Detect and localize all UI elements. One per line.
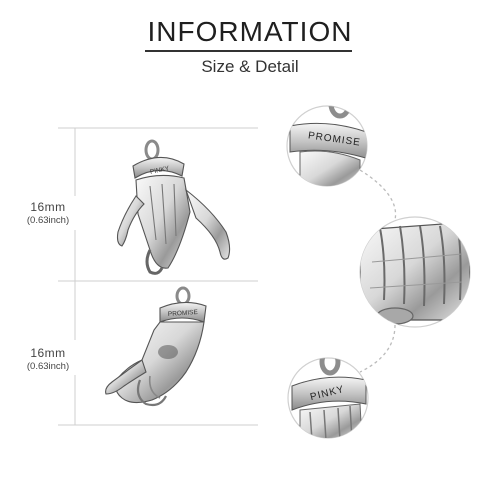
skeleton-pinky <box>145 249 164 275</box>
skeleton-hand-charm: PINKY <box>116 139 231 275</box>
dimension-label-bottom: 16mm (0.63inch) <box>12 346 84 372</box>
curled-finger <box>136 379 167 407</box>
dimension-inch: (0.63inch) <box>26 215 70 226</box>
detail-connector <box>359 169 397 373</box>
dimension-label-top: 16mm (0.63inch) <box>12 200 84 226</box>
dimension-inch: (0.63inch) <box>26 361 70 372</box>
page-subtitle: Size & Detail <box>201 57 299 76</box>
promise-palm <box>115 321 205 404</box>
promise-thumb <box>105 359 147 395</box>
skeleton-finger <box>116 195 145 247</box>
bail-ring <box>175 286 191 306</box>
engraving-text: PROMISE <box>168 309 199 318</box>
engraving-text: PINKY <box>149 165 170 176</box>
promise-hand-charm: PROMISE <box>105 286 207 407</box>
detail-circle-bones <box>359 216 471 328</box>
curled-finger <box>148 375 161 399</box>
skeleton-finger <box>184 188 231 260</box>
palm-shadow <box>158 345 178 359</box>
detail-circle-promise: PROMISE <box>286 105 368 187</box>
bone-lines <box>149 183 177 245</box>
detail-circle-pinky: PINKY <box>287 357 369 439</box>
title-underline <box>145 50 352 52</box>
skeleton-palm <box>135 174 191 269</box>
engraved-band <box>132 156 185 179</box>
dimension-mm: 16mm <box>30 200 66 214</box>
page-title: INFORMATION <box>147 16 353 47</box>
bail-ring <box>144 139 160 161</box>
measurement-guides <box>58 127 258 426</box>
dimension-mm: 16mm <box>30 346 66 360</box>
